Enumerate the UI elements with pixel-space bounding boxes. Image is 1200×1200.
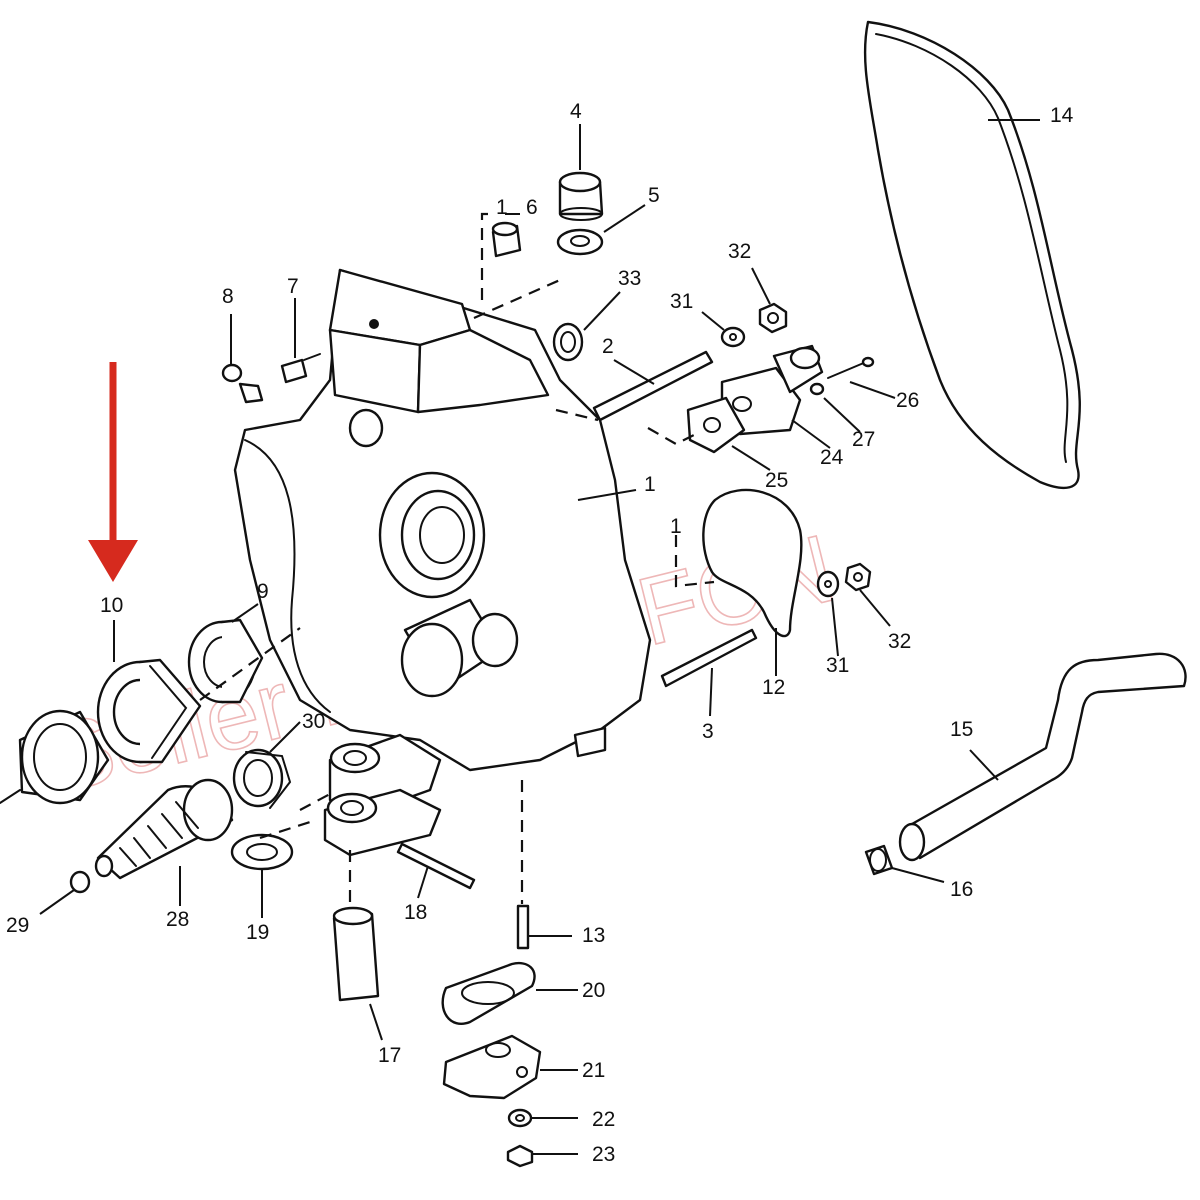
bellows-28 [94, 778, 234, 880]
washer-19 [230, 833, 294, 871]
spring-33 [552, 322, 584, 362]
callout-c8: 8 [222, 285, 234, 308]
nut-23 [506, 1144, 534, 1168]
callout-c16: 16 [950, 878, 973, 901]
bell-housing-1 [233, 268, 652, 857]
seal-5 [556, 228, 604, 256]
callout-c13: 13 [582, 924, 605, 947]
callout-c9: 9 [257, 580, 269, 603]
callout-c3: 3 [702, 720, 714, 743]
callout-c32b: 32 [888, 630, 911, 653]
nut-32-right [844, 562, 872, 592]
callout-c1b: 1 [670, 515, 682, 538]
washer-31-right [816, 570, 840, 598]
valve-21 [442, 1034, 542, 1100]
screw-26 [827, 356, 875, 379]
callout-c33: 33 [618, 267, 641, 290]
callout-c23: 23 [592, 1143, 615, 1166]
callout-c31b: 31 [826, 654, 849, 677]
callout-c27: 27 [852, 428, 875, 451]
callout-c25: 25 [765, 469, 788, 492]
stud-13 [516, 904, 530, 950]
callout-c21: 21 [582, 1059, 605, 1082]
needle-bearing [0, 709, 110, 805]
gasket-12 [702, 488, 803, 638]
callout-c32a: 32 [728, 240, 751, 263]
callout-c24: 24 [820, 446, 844, 469]
callout-c14: 14 [1050, 104, 1074, 127]
callout-c28: 28 [166, 908, 189, 931]
callout-c30: 30 [302, 710, 325, 733]
bearing-9 [187, 618, 264, 704]
washer-22 [507, 1108, 533, 1128]
clamp-29 [69, 870, 91, 894]
callout-c17: 17 [378, 1044, 401, 1067]
callout-c31a: 31 [670, 290, 693, 313]
callout-c2: 2 [602, 335, 614, 358]
hose-15 [898, 652, 1187, 862]
gasket-25 [686, 396, 746, 454]
callout-c18: 18 [404, 901, 427, 924]
bearing-10 [96, 658, 202, 764]
stud-2 [592, 350, 714, 422]
leader-lines [39, 119, 1040, 1155]
nut-32-top [758, 302, 788, 334]
gasket-20 [441, 961, 536, 1025]
callout-c1a: 1 [644, 473, 656, 496]
callout-c26: 26 [896, 389, 919, 412]
callout-c5: 5 [648, 184, 660, 207]
callout-c6: 6 [526, 196, 538, 219]
clamp-30 [232, 748, 292, 809]
callout-c6b: 1 [496, 196, 508, 219]
washer-31-top [720, 326, 746, 348]
elbow-fitting-24 [720, 344, 824, 436]
callout-c19: 19 [246, 921, 269, 944]
callout-c7: 7 [287, 275, 299, 298]
gasket-14 [863, 20, 1081, 489]
red-arrow-indicator [88, 362, 138, 582]
cotter-pin-18 [396, 842, 476, 890]
pivot-pin-17 [332, 906, 380, 1002]
callout-c10: 10 [100, 594, 123, 617]
callout-c15: 15 [950, 718, 973, 741]
fitting-8 [221, 363, 264, 404]
callout-c4: 4 [570, 100, 582, 123]
callout-c12: 12 [762, 676, 785, 699]
stud-3 [660, 628, 758, 688]
callout-c22: 22 [592, 1108, 615, 1131]
assembly-dashed-lines [199, 212, 715, 910]
bleed-screw-7 [280, 353, 321, 384]
cap-4 [558, 171, 604, 221]
clamp-16 [864, 844, 894, 876]
callout-c20: 20 [582, 979, 605, 1002]
washer-27 [809, 382, 825, 396]
plug-6 [491, 221, 522, 258]
callout-c29: 29 [6, 914, 29, 937]
